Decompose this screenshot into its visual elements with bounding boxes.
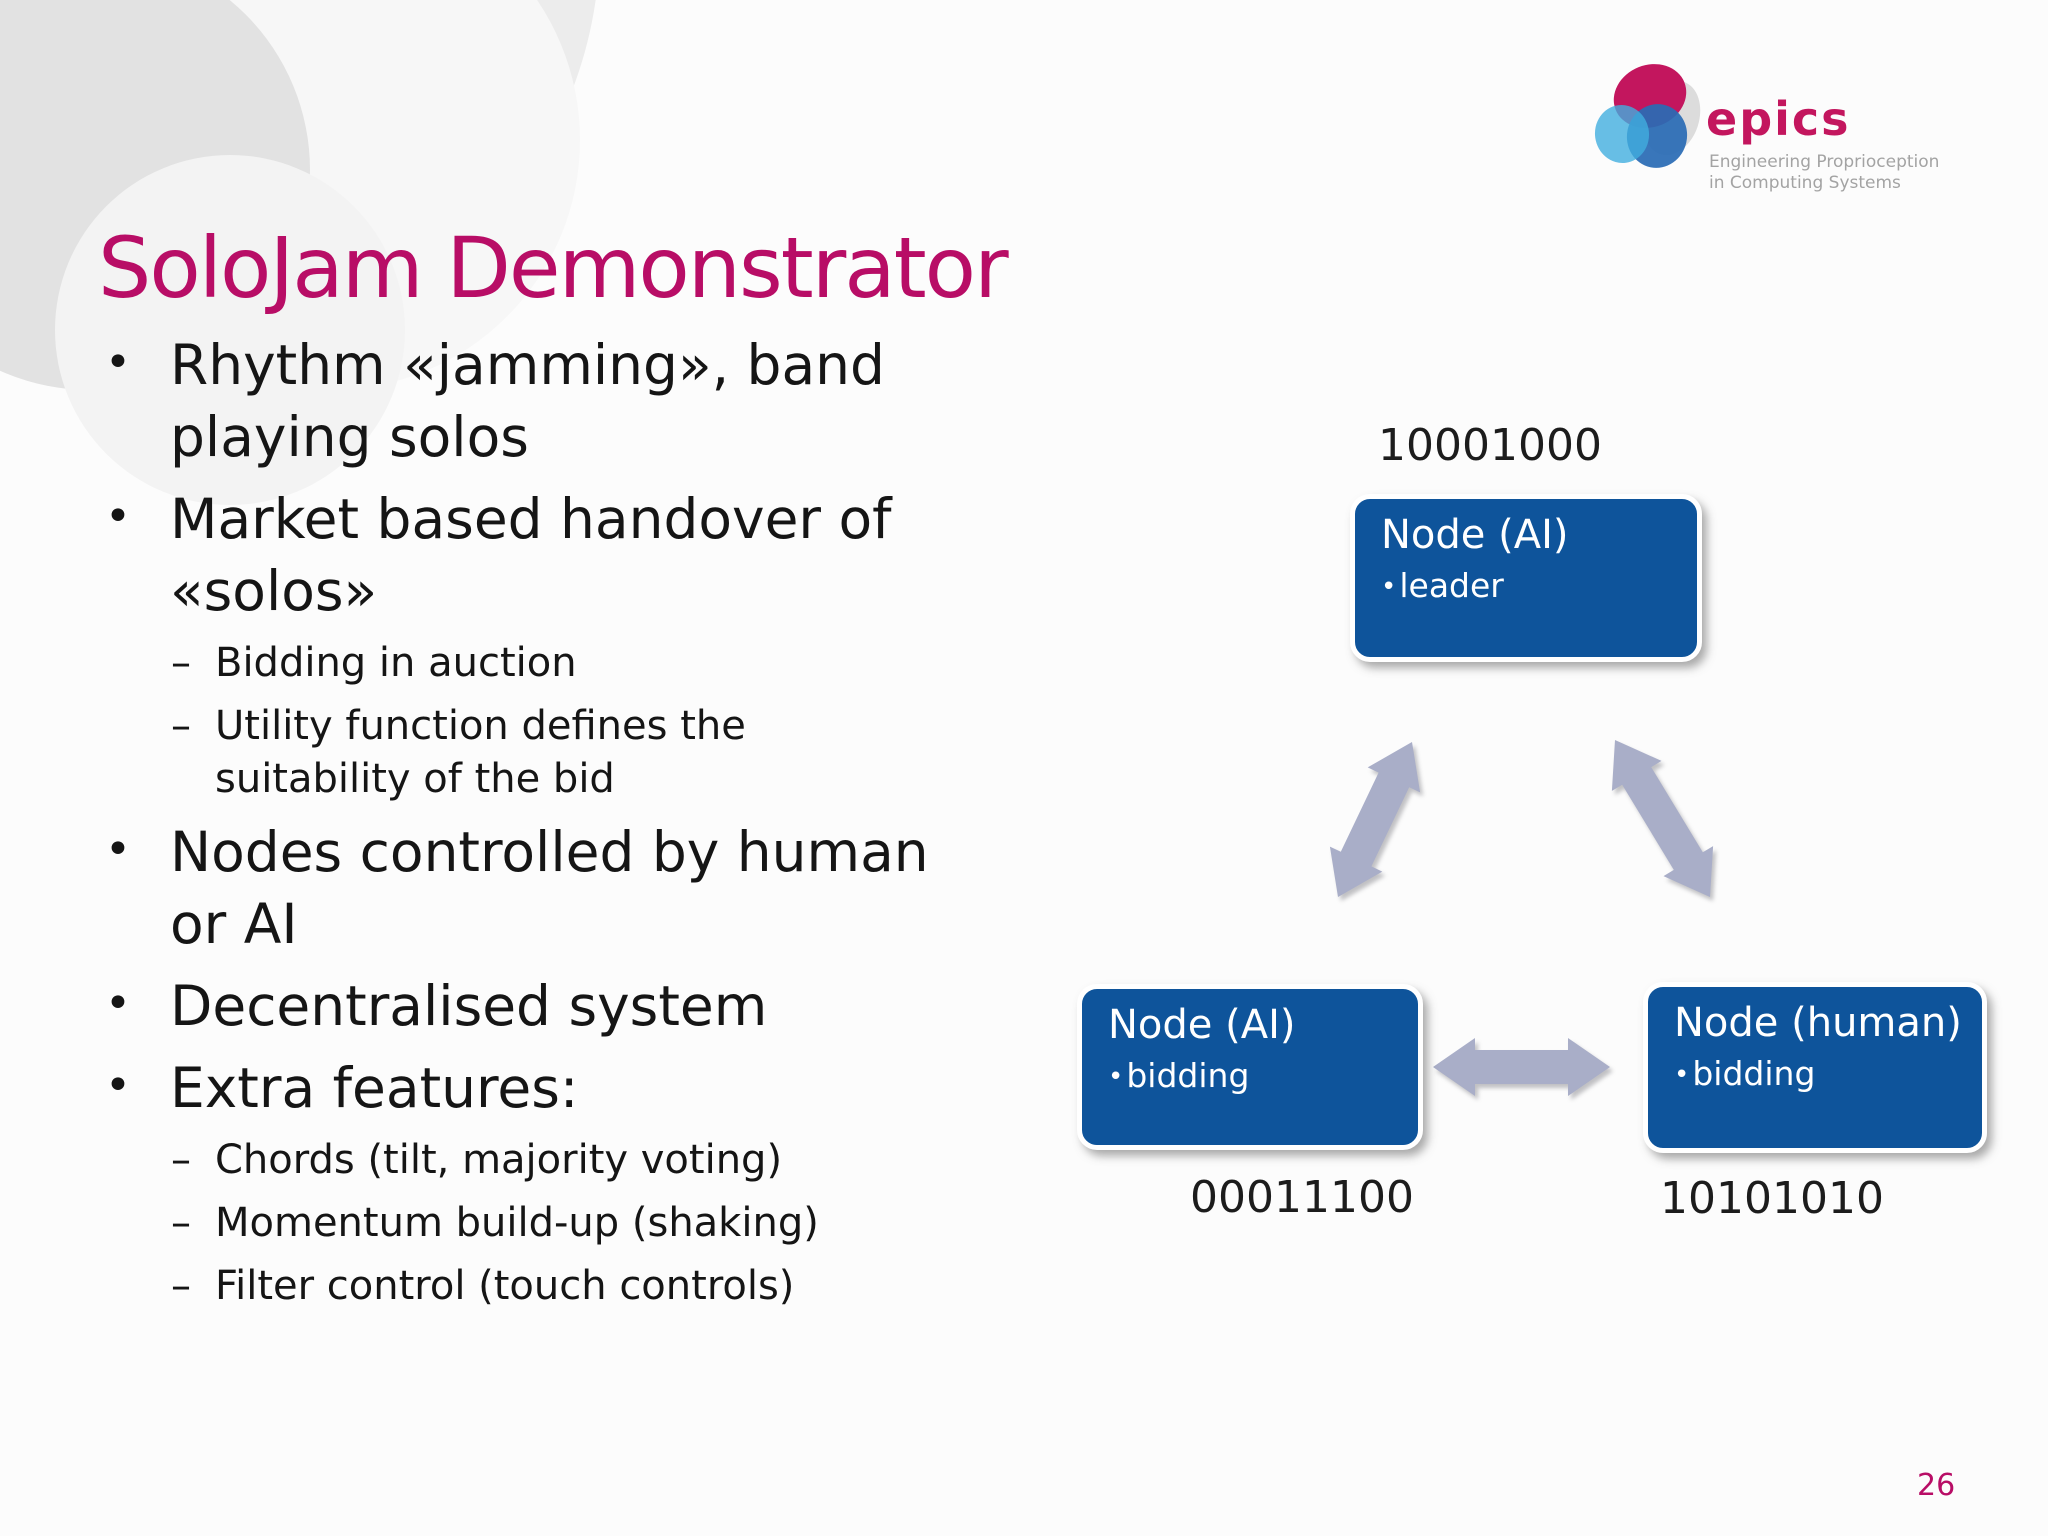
bullet-text: Bidding in auction (215, 637, 1055, 690)
binary-label: 10001000 (1378, 420, 1602, 471)
sub-bullet-item: – Bidding in auction (95, 637, 1055, 690)
bullet-line: or AI (170, 892, 298, 956)
dash-marker-icon: – (171, 1137, 191, 1183)
bullet-line: Rhythm «jamming», band (170, 333, 885, 397)
node-status: •bidding (1108, 1057, 1418, 1096)
bullet-line: Decentralised system (170, 974, 768, 1038)
binary-label: 00011100 (1190, 1172, 1414, 1223)
dash-marker-icon: – (171, 1200, 191, 1246)
dash-marker-icon: – (171, 1263, 191, 1309)
logo-blobs-icon (1594, 64, 1701, 168)
logo-tagline-line: in Computing Systems (1709, 173, 1901, 193)
bullet-marker-icon: • (105, 824, 131, 875)
node-status-bullet-icon: • (1381, 572, 1397, 602)
bidirectional-arrow-icon (1611, 740, 1714, 897)
node-card-ai-bidding: Node (AI) •bidding (1077, 984, 1423, 1150)
logo-tagline: Engineering Proprioception in Computing … (1709, 152, 1939, 194)
bullet-item: • Nodes controlled by human or AI (95, 816, 1055, 960)
sub-bullet-item: – Momentum build-up (shaking) (95, 1197, 1055, 1250)
bullet-text: Extra features: (170, 1052, 1055, 1124)
bullet-list: • Rhythm «jamming», band playing solos •… (95, 329, 1055, 1323)
bullet-text: Utility function defines the suitability… (215, 700, 1055, 806)
sub-bullet-item: – Chords (tilt, majority voting) (95, 1134, 1055, 1187)
bullet-line: suitability of the bid (215, 756, 615, 802)
bullet-item: • Market based handover of «solos» (95, 483, 1055, 627)
bullet-line: Filter control (touch controls) (215, 1263, 795, 1309)
bullet-line: Chords (tilt, majority voting) (215, 1137, 783, 1183)
bullet-item: • Rhythm «jamming», band playing solos (95, 329, 1055, 473)
bullet-text: Momentum build-up (shaking) (215, 1197, 1055, 1250)
background-circle (55, 155, 405, 505)
bullet-marker-icon: • (105, 337, 131, 388)
bullet-text: Decentralised system (170, 970, 1055, 1042)
bullet-marker-icon: • (105, 978, 131, 1029)
bullet-text: Chords (tilt, majority voting) (215, 1134, 1055, 1187)
bullet-marker-icon: • (105, 491, 131, 542)
sub-bullet-item: – Utility function defines the suitabili… (95, 700, 1055, 806)
dash-marker-icon: – (171, 703, 191, 749)
bullet-text: Filter control (touch controls) (215, 1260, 1055, 1313)
bidirectional-arrow-icon (1329, 742, 1421, 897)
bullet-line: Bidding in auction (215, 640, 577, 686)
bullet-marker-icon: • (105, 1060, 131, 1111)
node-status: •leader (1381, 567, 1697, 606)
bullet-line: Extra features: (170, 1056, 579, 1120)
bullet-text: Rhythm «jamming», band playing solos (170, 329, 1055, 473)
page-number: 26 (1917, 1468, 1956, 1503)
bullet-line: Momentum build-up (shaking) (215, 1200, 819, 1246)
node-status-bullet-icon: • (1674, 1060, 1690, 1090)
dash-marker-icon: – (171, 640, 191, 686)
bullet-line: Market based handover of (170, 487, 892, 551)
bullet-line: Nodes controlled by human (170, 820, 929, 884)
node-title: Node (AI) (1108, 1002, 1296, 1048)
bullet-text: Market based handover of «solos» (170, 483, 1055, 627)
node-status-text: bidding (1692, 1054, 1816, 1093)
node-status-text: bidding (1126, 1056, 1250, 1095)
logo-wordmark: epics (1706, 92, 1851, 146)
node-status: •bidding (1674, 1055, 1982, 1094)
bidirectional-arrow-icon (1433, 1038, 1610, 1096)
bullet-item: • Decentralised system (95, 970, 1055, 1042)
node-card-human-bidding: Node (human) •bidding (1643, 982, 1987, 1153)
bullet-line: «solos» (170, 559, 378, 623)
sub-bullet-item: – Filter control (touch controls) (95, 1260, 1055, 1313)
node-title: Node (human) (1674, 1000, 1962, 1046)
node-status-text: leader (1399, 566, 1504, 605)
bullet-line: Utility function defines the (215, 703, 746, 749)
node-card-ai-leader: Node (AI) •leader (1350, 494, 1702, 662)
epics-logo: epics Engineering Proprioception in Comp… (1588, 52, 2008, 212)
bullet-text: Nodes controlled by human or AI (170, 816, 1055, 960)
logo-tagline-line: Engineering Proprioception (1709, 152, 1940, 172)
binary-label: 10101010 (1660, 1173, 1884, 1224)
bullet-line: playing solos (170, 405, 529, 469)
page-title: SoloJam Demonstrator (98, 219, 1009, 317)
bullet-item: • Extra features: (95, 1052, 1055, 1124)
node-title: Node (AI) (1381, 512, 1569, 558)
node-status-bullet-icon: • (1108, 1062, 1124, 1092)
